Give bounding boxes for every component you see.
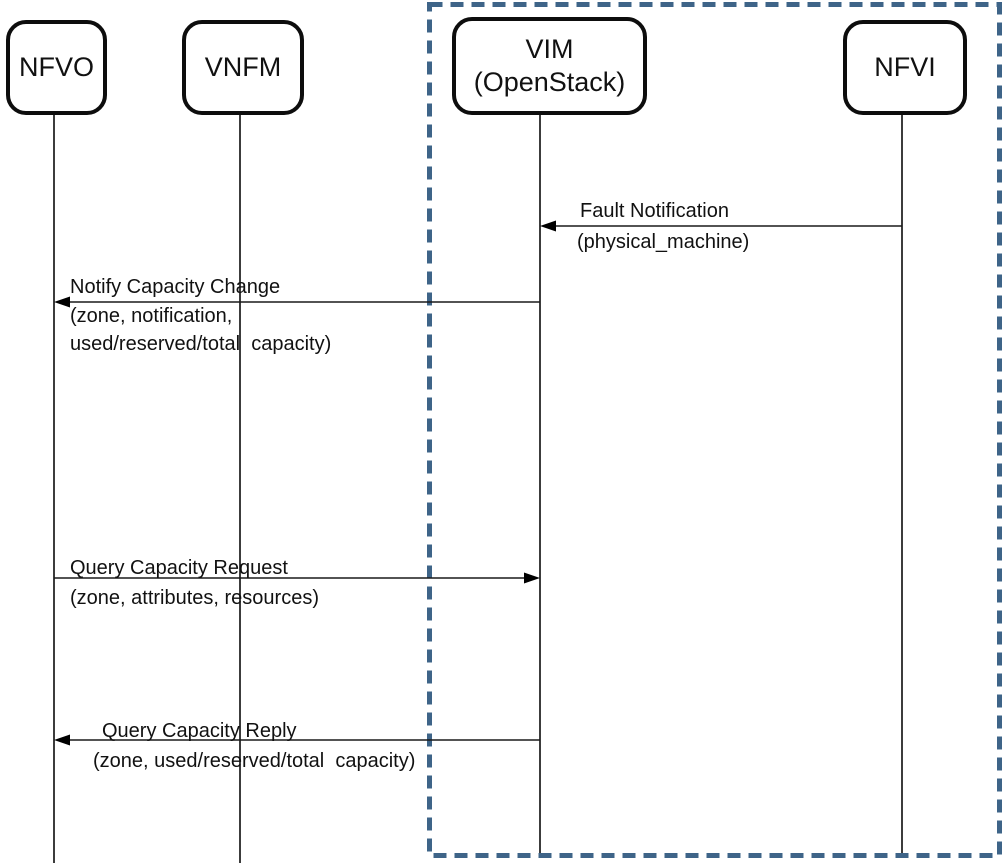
- actor-box-vim: VIM (OpenStack): [452, 17, 647, 115]
- arrowhead-query-capacity-request: [524, 572, 540, 584]
- actor-label-nfvo: NFVO: [18, 52, 94, 82]
- actor-box-nfvi: NFVI: [843, 20, 967, 115]
- message-notify-capacity-change-params-1: (zone, notification,: [70, 305, 233, 327]
- arrowhead-query-capacity-reply: [54, 734, 70, 746]
- arrowhead-fault-notification: [540, 220, 556, 232]
- message-fault-notification-params: (physical_machine): [577, 231, 750, 253]
- actor-box-nfvo: NFVO: [6, 20, 107, 115]
- actor-box-vnfm: VNFM: [182, 20, 304, 115]
- arrowhead-notify-capacity-change: [54, 296, 70, 308]
- message-query-capacity-request-params: (zone, attributes, resources): [70, 587, 319, 609]
- actor-label-nfvi: NFVI: [874, 52, 936, 82]
- scope-box-border: [427, 2, 1002, 858]
- message-fault-notification-name: Fault Notification: [580, 200, 729, 222]
- message-notify-capacity-change-params-2: used/reserved/total capacity): [70, 333, 332, 355]
- actor-label-vim: VIM: [525, 34, 574, 64]
- actor-sublabel-vim: (OpenStack): [473, 67, 626, 97]
- message-query-capacity-reply-name: Query Capacity Reply: [102, 720, 297, 742]
- message-query-capacity-request-name: Query Capacity Request: [70, 557, 288, 579]
- message-query-capacity-reply-params: (zone, used/reserved/total capacity): [93, 750, 416, 772]
- actor-label-vnfm: VNFM: [204, 52, 282, 82]
- message-notify-capacity-change-name: Notify Capacity Change: [70, 276, 281, 298]
